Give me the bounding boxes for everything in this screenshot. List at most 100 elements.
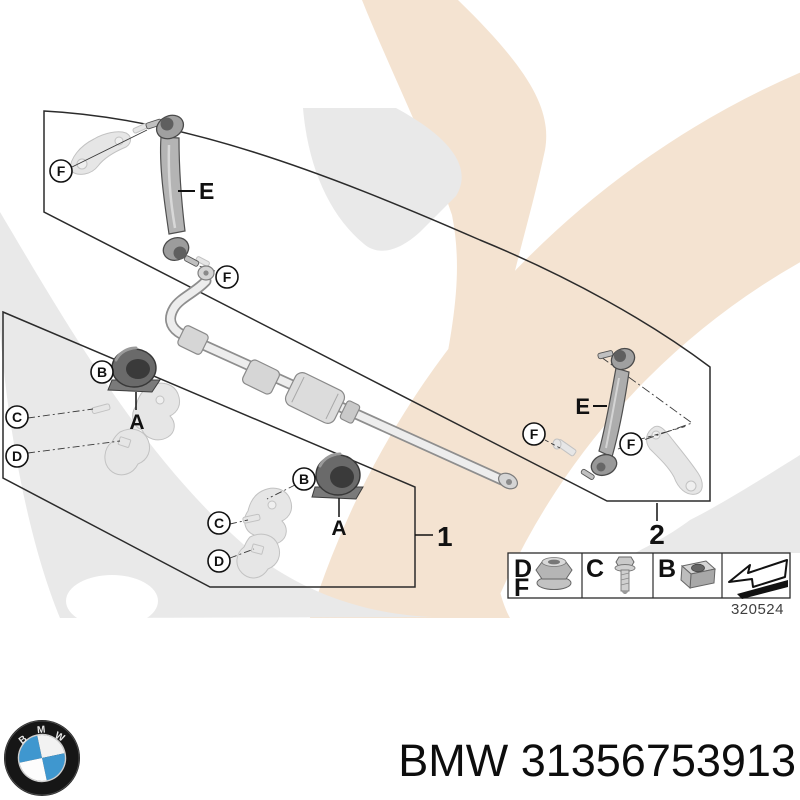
logo-letter-m: M bbox=[36, 724, 45, 736]
square-nut-icon bbox=[680, 560, 717, 590]
callout-letter-f: F bbox=[530, 426, 539, 442]
kit-1-number: 1 bbox=[437, 521, 453, 552]
roundel-rim-highlight bbox=[4, 720, 80, 796]
leader-c2 bbox=[229, 519, 249, 525]
callout-letter-b: B bbox=[299, 471, 309, 487]
leader-d1 bbox=[27, 440, 121, 454]
legend-cell-direction bbox=[728, 559, 788, 599]
leader-b2 bbox=[266, 484, 296, 500]
callout-b-2: B bbox=[292, 467, 316, 491]
callout-f-2: F bbox=[215, 265, 239, 289]
link-bore-bottom bbox=[596, 462, 606, 472]
callout-letter-d: D bbox=[214, 553, 224, 569]
link-ball-bottom bbox=[173, 246, 187, 260]
quadrant-blue-tl bbox=[19, 735, 42, 763]
ghost-bolt bbox=[91, 403, 111, 415]
ghost-bolt bbox=[242, 513, 261, 524]
callout-f-1: F bbox=[49, 159, 73, 183]
legend-table: D F C B bbox=[507, 552, 791, 602]
link-highlight bbox=[605, 377, 620, 449]
bar-end-hole bbox=[506, 479, 512, 485]
link-stud-bottom bbox=[580, 468, 595, 480]
sleeve-detail bbox=[291, 376, 305, 403]
ghost-clamp-hole bbox=[155, 395, 165, 405]
stabilizer-bushing-a1 bbox=[107, 346, 161, 393]
ghost-nut bbox=[117, 436, 132, 448]
thread bbox=[620, 572, 630, 576]
stabilizer-link-e-right bbox=[580, 347, 636, 480]
ghost-clamp-foot bbox=[236, 533, 281, 579]
legend-cell-bolt: C bbox=[586, 555, 636, 594]
ghost-clamp-bracket bbox=[244, 487, 293, 546]
link-stud-top bbox=[597, 350, 614, 360]
thread bbox=[620, 577, 630, 581]
part-labels: E E A A 1 2 bbox=[129, 178, 664, 552]
watermark-beige-band bbox=[362, 0, 547, 618]
axis-dash-dot-lines bbox=[600, 356, 693, 450]
label-e-right: E bbox=[575, 394, 590, 419]
callout-letter-b: B bbox=[97, 364, 107, 380]
callout-f-3: F bbox=[522, 422, 546, 446]
bar-collar bbox=[339, 400, 361, 424]
quadrant-blue-br bbox=[42, 753, 65, 781]
callout-letter-f: F bbox=[223, 269, 232, 285]
stabilizer-bar-body bbox=[166, 277, 506, 484]
ghost-arm-hole bbox=[76, 158, 88, 170]
leader-f3 bbox=[544, 439, 561, 449]
callout-b-1: B bbox=[90, 360, 114, 384]
roundel-inner-ring bbox=[17, 733, 67, 783]
callout-letter-f: F bbox=[627, 436, 636, 452]
hex-bolt-icon bbox=[614, 556, 636, 594]
link-body bbox=[159, 136, 186, 235]
callout-letter-c: C bbox=[12, 409, 22, 425]
callout-c-2: C bbox=[207, 511, 231, 535]
flange-nut-icon bbox=[535, 557, 573, 590]
label-a-1: A bbox=[129, 411, 144, 434]
ghost-stud bbox=[195, 256, 210, 267]
bmw-logo: B M W bbox=[4, 720, 80, 796]
roundel-quadrants bbox=[17, 733, 67, 783]
arrow-outline bbox=[728, 559, 788, 588]
legend-cell-square-nut: B bbox=[658, 555, 717, 590]
callout-circle bbox=[207, 549, 231, 573]
arrow-shadow-bar bbox=[737, 580, 788, 599]
kit-2-number: 2 bbox=[649, 519, 665, 550]
legend-letter-d: D bbox=[514, 555, 532, 583]
bar-end-hole bbox=[203, 270, 209, 276]
watermark-gray-swoosh-hole bbox=[66, 575, 158, 618]
legend-letter-c: C bbox=[586, 555, 604, 583]
thread bbox=[620, 582, 630, 586]
legend-cell-flange-nut: D F bbox=[514, 555, 573, 602]
leader-c1 bbox=[27, 408, 94, 419]
direction-arrow-icon bbox=[728, 559, 788, 599]
callout-d-2: D bbox=[207, 549, 231, 573]
stabilizer-bushing-a2 bbox=[311, 452, 364, 500]
legend-letter-b: B bbox=[658, 555, 676, 583]
nut-bore bbox=[548, 559, 560, 565]
bolt-tip bbox=[621, 591, 629, 594]
callout-letter-d: D bbox=[12, 448, 22, 464]
callout-letter-f: F bbox=[57, 163, 66, 179]
legend-letter-f: F bbox=[514, 574, 529, 602]
link-highlight bbox=[167, 144, 177, 229]
bushing-bore bbox=[126, 359, 150, 379]
callout-letter-c: C bbox=[214, 515, 224, 531]
ghost-parts bbox=[69, 123, 703, 579]
ghost-control-arm-right bbox=[646, 425, 703, 495]
callout-circle bbox=[5, 405, 29, 429]
ghost-clamp-hole bbox=[267, 500, 277, 510]
footer-part-number: BMW 31356753913 bbox=[398, 735, 796, 786]
callout-f-4: F bbox=[619, 432, 643, 456]
link-stud-bottom bbox=[183, 255, 200, 267]
label-a-2: A bbox=[331, 517, 346, 540]
nut-bore bbox=[691, 563, 705, 573]
callout-c-1: C bbox=[5, 405, 29, 429]
callout-circle bbox=[292, 467, 316, 491]
callout-circle bbox=[49, 159, 73, 183]
callout-circle bbox=[522, 422, 546, 446]
watermark-gray-swoosh-left bbox=[0, 212, 432, 618]
bushing-bore bbox=[330, 466, 354, 488]
sleeve-detail bbox=[325, 393, 339, 420]
